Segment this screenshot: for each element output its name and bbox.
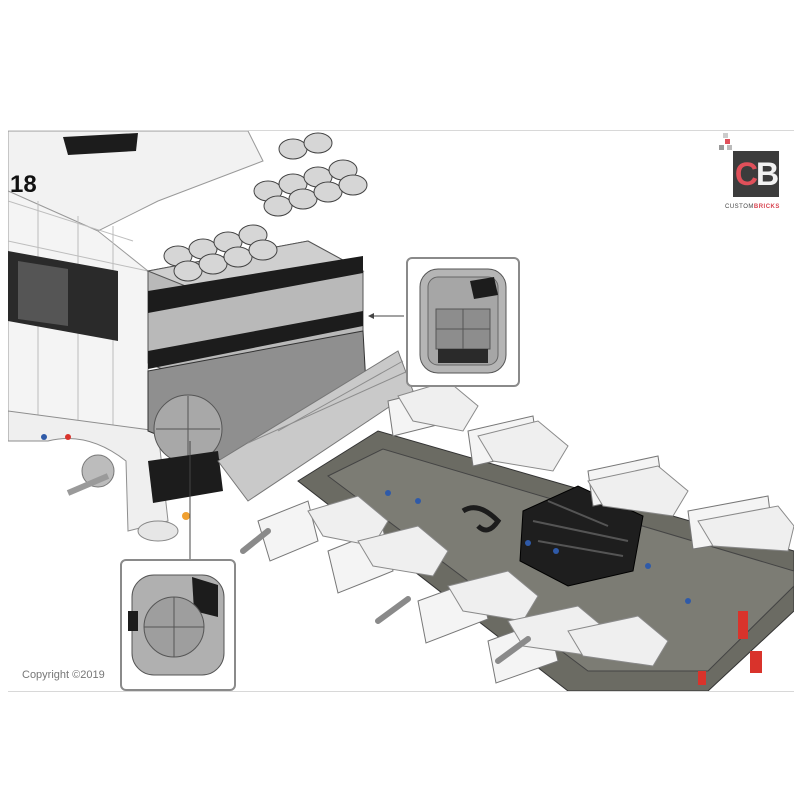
- custombricks-logo: CB CUSTOMBRICKS: [713, 131, 793, 221]
- detail-callout-top: [406, 257, 520, 387]
- cab-roof: [8, 131, 264, 232]
- step-black: [148, 451, 223, 503]
- detail-callout-bottom: [120, 559, 236, 691]
- blue-pins: [385, 490, 691, 604]
- logo-mark: CB: [733, 151, 779, 197]
- roof-hatch: [63, 133, 138, 155]
- logo-caption-accent: BRICKS: [753, 204, 780, 210]
- rear-axles: [240, 528, 531, 664]
- assembly-illustration: [8, 131, 794, 691]
- air-tanks: [163, 132, 368, 282]
- front-axle: [66, 473, 110, 496]
- box-black-band: [148, 256, 363, 313]
- engine-block: [519, 485, 644, 587]
- wheel-arches: [307, 380, 794, 667]
- logo-letter-b: B: [756, 155, 779, 192]
- logo-letter-c: C: [734, 155, 758, 192]
- red-details: [698, 611, 762, 685]
- front-arch: [8, 410, 169, 532]
- step-number: 18: [10, 171, 37, 198]
- hose: [461, 505, 502, 533]
- logo-caption-main: CUSTOM: [725, 204, 754, 210]
- instruction-page: 18 CB CUSTOMBRICKS: [8, 130, 794, 692]
- logo-caption: CUSTOMBRICKS: [725, 204, 794, 210]
- copyright-text: Copyright ©2019: [22, 669, 105, 681]
